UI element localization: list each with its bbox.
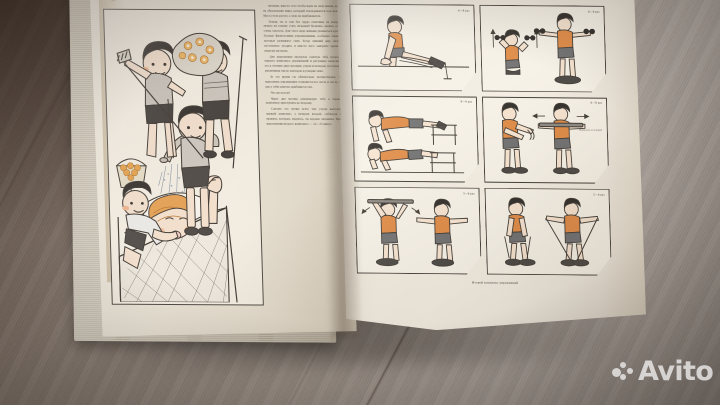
exercise-figure-16 (485, 189, 610, 275)
right-page: 6—8 раз 11 (337, 0, 647, 332)
exercise-panel: 6—8 раз 11 (349, 4, 476, 92)
left-page: питание, вместо того чтобы идти на силу … (84, 0, 356, 338)
exercise-figure-13 (353, 96, 478, 182)
exercise-figure-11 (350, 5, 475, 91)
illustration-frame (103, 9, 264, 306)
exercise-figure-15 (355, 188, 480, 274)
exercise-grid: 6—8 раз 11 (349, 4, 612, 276)
exercise-figure-14 (483, 97, 608, 183)
exercise-panel: 8—9 раз 13 (352, 95, 479, 183)
exercise-panel: 6—8 раз Перед или за головой 14 (482, 96, 609, 184)
exercise-panel: 5—6 раз 15 (354, 187, 481, 275)
illustration-canvas (104, 10, 263, 305)
exercise-panel: 6—8 раз 12 (479, 5, 606, 93)
illustration-drawing (104, 10, 263, 303)
exercise-figure-12 (480, 6, 605, 92)
exercise-panel: 5—6 раз 16 (484, 188, 611, 276)
open-book: питание, вместо того чтобы идти на силу … (67, 0, 648, 373)
